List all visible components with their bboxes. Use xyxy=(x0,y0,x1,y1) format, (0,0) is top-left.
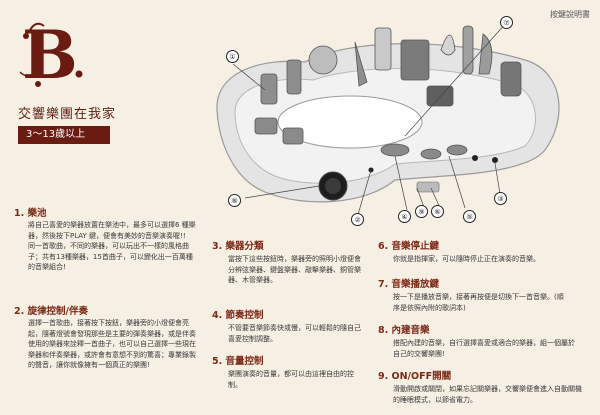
section-4-body: 不管要音樂節奏快或慢，可以輕鬆的隨自己喜愛控制調整。 xyxy=(228,324,361,343)
section-6-title: 6. 音樂停止鍵 xyxy=(378,241,440,252)
section-5-title: 5. 音量控制 xyxy=(212,356,264,367)
callout-9: ⑨ xyxy=(415,205,428,218)
callout-4: ④ xyxy=(398,210,411,223)
callout-2: ② xyxy=(351,213,364,226)
callout-8: ⑧ xyxy=(228,194,241,207)
section-3-body: 當按下這些按鈕時，樂器旁的照明小燈便會分辨弦樂器、鍵盤樂器、敲擊樂器、銅管樂器、… xyxy=(228,255,361,285)
section-6-body: 你就是指揮家，可以隨時停止正在演奏的音樂。 xyxy=(393,255,540,263)
section-5-body: 樂團演奏的音量，都可以由這裡自由的控制。 xyxy=(228,370,354,389)
section-1-body: 將自己喜愛的樂器放置在樂池中，最多可以選擇6 種樂器，然後按下PLAY 鍵，便會… xyxy=(28,221,196,272)
brand-logo: B xyxy=(19,16,83,90)
product-illustration xyxy=(216,21,560,219)
callout-7: ⑦ xyxy=(500,16,513,29)
section-7-body: 按一下是播放音樂，接著再按便是切換下一首音樂。(順序是依照內附的歌詞本) xyxy=(393,293,564,312)
callout-5: ⑤ xyxy=(463,210,476,223)
manual-label: 按鍵說明書 xyxy=(550,10,590,19)
callout-6: ⑥ xyxy=(431,205,444,218)
section-4-title: 4. 節奏控制 xyxy=(212,310,264,321)
section-8-title: 8. 內建音樂 xyxy=(378,325,430,336)
callout-3: ③ xyxy=(494,192,507,205)
brand-letter: B xyxy=(22,16,78,90)
logo-dot xyxy=(75,70,83,78)
section-1-title: 1. 樂池 xyxy=(14,208,47,219)
section-2-body: 選擇一首歌曲，接著按下按鈕，樂器旁的小燈便會亮起，隨著燈號會發現那些是主要的彈奏… xyxy=(28,319,196,370)
section-3-title: 3. 樂器分類 xyxy=(212,241,264,252)
section-8-body: 搭配內建的音樂，自行選擇喜愛或適合的樂器，組一個屬於自己的交響樂團! xyxy=(393,339,575,358)
age-badge: 3～13歲以上 xyxy=(18,126,110,144)
section-9-body: 滑動開啟或關閉，如果忘記關樂器，交響樂便會進入自動關機的睡眠模式，以節省電力。 xyxy=(393,385,582,404)
section-2-title: 2. 旋律控制/伴奏 xyxy=(14,306,88,317)
section-7-title: 7. 音樂播放鍵 xyxy=(378,279,440,290)
callout-1: ① xyxy=(226,50,239,63)
section-9-title: 9. ON/OFF開關 xyxy=(378,371,452,382)
page-title: 交響樂團在我家 xyxy=(18,107,117,122)
